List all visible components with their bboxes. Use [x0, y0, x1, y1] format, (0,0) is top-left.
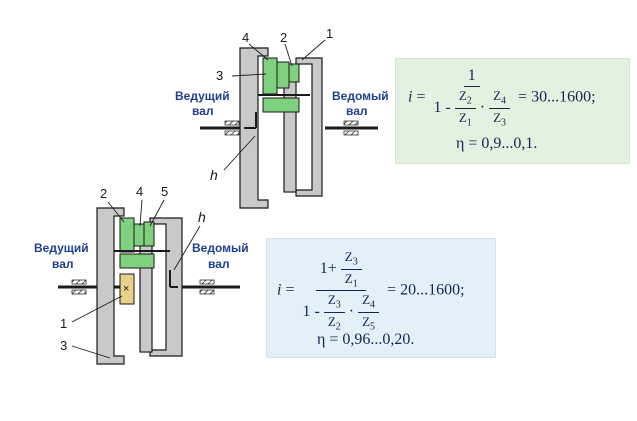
top-label-1: 1: [326, 26, 333, 41]
formula-top-numerator: 1: [463, 67, 480, 87]
top-driving-shaft-label-1: Ведущий: [175, 89, 230, 103]
top-left-bearing: [224, 120, 240, 136]
top-right-bearing: [343, 120, 359, 136]
bottom-label-2: 2: [100, 186, 107, 201]
top-carrier-h: [244, 112, 257, 129]
bottom-satellite-gear-2: [119, 217, 135, 253]
formula-box-bottom: i = 1+ Z3 Z1 1 - Z3 Z2 · Z4 Z5: [266, 238, 496, 358]
top-gear-diagram: [200, 39, 378, 209]
top-label-h: h: [210, 167, 218, 183]
formula-top-result: = 30...1600;: [518, 88, 596, 106]
bottom-leader-lines: [71, 199, 201, 359]
bottom-lower-satellite: [119, 253, 155, 269]
formula-bottom-denominator: 1 - Z3 Z2 · Z4 Z5: [298, 291, 383, 332]
top-driven-shaft-label-2: вал: [346, 104, 368, 118]
bottom-driven-shaft-label-2: вал: [208, 257, 230, 271]
formula-top-z4-z3: Z4 Z3: [489, 88, 511, 128]
formula-top-dot: ·: [479, 98, 486, 116]
bottom-left-housing: [96, 207, 125, 365]
formula-top-efficiency: η = 0,9...0,1.: [456, 135, 538, 152]
formula-bottom-result: = 20...1600;: [387, 281, 465, 299]
top-driven-shaft-label-1: Ведомый: [332, 89, 389, 103]
formula-bottom-fraction: 1+ Z3 Z1 1 - Z3 Z2 · Z4 Z5: [298, 249, 383, 332]
bottom-gear-diagram: ×: [58, 199, 240, 365]
top-right-housing: [295, 57, 323, 197]
top-label-4: 4: [242, 30, 249, 45]
formula-top-i: i: [408, 88, 413, 106]
bottom-satellite-gear-4: [133, 223, 145, 247]
formula-top-eq: =: [416, 88, 426, 106]
formula-bottom-main: i = 1+ Z3 Z1 1 - Z3 Z2 · Z4 Z5: [277, 249, 465, 332]
bottom-label-4: 4: [136, 184, 143, 199]
bottom-satellite-gear-5: [143, 221, 155, 247]
formula-top-z2-z1: Z2 Z1: [454, 88, 476, 128]
formula-bottom-z3-z1: Z3 Z1: [340, 249, 362, 289]
bottom-label-h: h: [198, 209, 206, 225]
top-satellite-gear-2: [288, 63, 300, 83]
bottom-driving-shaft-label-2: вал: [52, 257, 74, 271]
bottom-label-5: 5: [161, 184, 168, 199]
bottom-driven-shaft-label-1: Ведомый: [192, 241, 249, 255]
top-satellite-gear-3: [262, 57, 278, 95]
formula-bottom-z4-z5: Z4 Z5: [358, 292, 380, 332]
top-leader-lines: [223, 39, 326, 171]
formula-top-den-prefix: 1 -: [433, 98, 451, 116]
top-satellite-gear-4: [276, 61, 290, 89]
formula-box-top: i = 1 1 - Z2 Z1 · Z4 Z3 = 30...1600; η =…: [395, 58, 630, 164]
bottom-right-bearing: [199, 279, 215, 295]
formula-bottom-i: i: [277, 281, 282, 299]
formula-top-main: i = 1 1 - Z2 Z1 · Z4 Z3 = 30...1600;: [408, 67, 596, 128]
top-lower-satellite: [262, 97, 300, 113]
formula-top-denominator: 1 - Z2 Z1 · Z4 Z3: [429, 87, 514, 128]
formula-bottom-eq: =: [285, 281, 295, 299]
formula-bottom-efficiency: η = 0,96...0,20.: [317, 331, 415, 348]
bottom-left-bearing: [71, 279, 87, 295]
bottom-label-1: 1: [60, 316, 67, 331]
top-label-3: 3: [216, 68, 223, 83]
bottom-carrier-cross-icon: ×: [123, 283, 129, 295]
bottom-carrier-h: [169, 270, 178, 288]
top-driving-shaft-label-2: вал: [192, 104, 214, 118]
top-label-2: 2: [280, 30, 287, 45]
bottom-label-3: 3: [60, 338, 67, 353]
bottom-carrier-link-1: [119, 273, 135, 305]
formula-bottom-z3-z2: Z3 Z2: [323, 292, 345, 332]
bottom-driving-shaft-label-1: Ведущий: [34, 241, 89, 255]
formula-top-fraction: 1 1 - Z2 Z1 · Z4 Z3: [429, 67, 514, 128]
formula-bottom-numerator: 1+ Z3 Z1: [315, 249, 366, 292]
